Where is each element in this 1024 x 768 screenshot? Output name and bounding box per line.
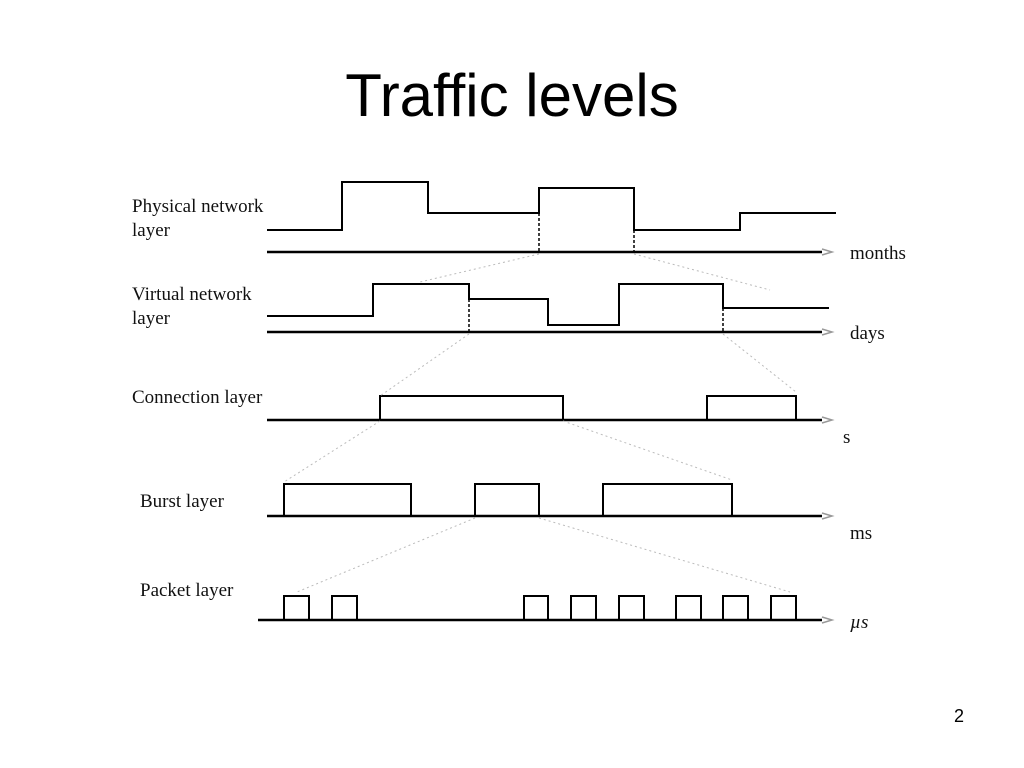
physical-axis-arrowhead [821,248,835,256]
zoom-connector [538,517,791,593]
zoom-connectors [283,253,797,593]
burst-axis-arrowhead [821,512,835,520]
axis-arrowheads [821,248,835,624]
burst-pulse [602,483,733,517]
zoom-connector [296,517,476,593]
zoom-connector [379,333,470,397]
virtual-axis-arrowhead [821,328,835,336]
packet-pulse [331,595,358,621]
connection-pulse [706,395,797,421]
burst-traffic-signal [283,483,733,517]
page-number: 2 [953,706,964,726]
packet-pulse [770,595,797,621]
connection-traffic-signal [379,395,797,421]
packet-axis-arrowhead [821,616,835,624]
packet-pulse [283,595,310,621]
packet-pulse [570,595,597,621]
connection-unit-label: s [843,427,850,448]
virtual-traffic-signal [267,283,829,326]
zoom-connector [633,253,771,291]
virtual-layer-label-line-1: Virtual network [132,284,252,305]
packet-layer-label: Packet layer [140,580,234,601]
slide-title: Traffic levels [345,62,679,129]
packet-pulse [722,595,749,621]
burst-unit-label: ms [850,523,872,544]
connection-pulse [379,395,564,421]
packet-pulse [675,595,702,621]
virtual-unit-label: days [850,323,885,344]
zoom-connector [419,253,540,283]
packet-layer-label-line-1: Packet layer [140,580,234,601]
physical-layer-label-line-2: layer [132,220,171,241]
connection-layer-label: Connection layer [132,387,263,408]
zoom-connector [722,333,797,393]
physical-traffic-signal [267,181,836,231]
packet-unit-label: µs [850,612,868,633]
zoom-connector [562,420,733,481]
burst-layer-label-line-1: Burst layer [140,491,225,512]
physical-layer-label-line-1: Physical network [132,196,264,217]
virtual-layer-label: Virtual network layer [132,284,256,329]
physical-layer-label: Physical network layer [132,196,268,241]
packet-pulse [618,595,645,621]
packet-traffic-signal [283,595,797,621]
packet-pulse [523,595,549,621]
burst-pulse [283,483,412,517]
burst-pulse [474,483,540,517]
zoom-drop-lines [468,213,724,332]
zoom-connector [283,420,381,483]
connection-axis-arrowhead [821,416,835,424]
burst-layer-label: Burst layer [140,491,225,512]
virtual-layer-label-line-2: layer [132,308,171,329]
connection-layer-label-line-1: Connection layer [132,387,263,408]
physical-unit-label: months [850,243,906,264]
